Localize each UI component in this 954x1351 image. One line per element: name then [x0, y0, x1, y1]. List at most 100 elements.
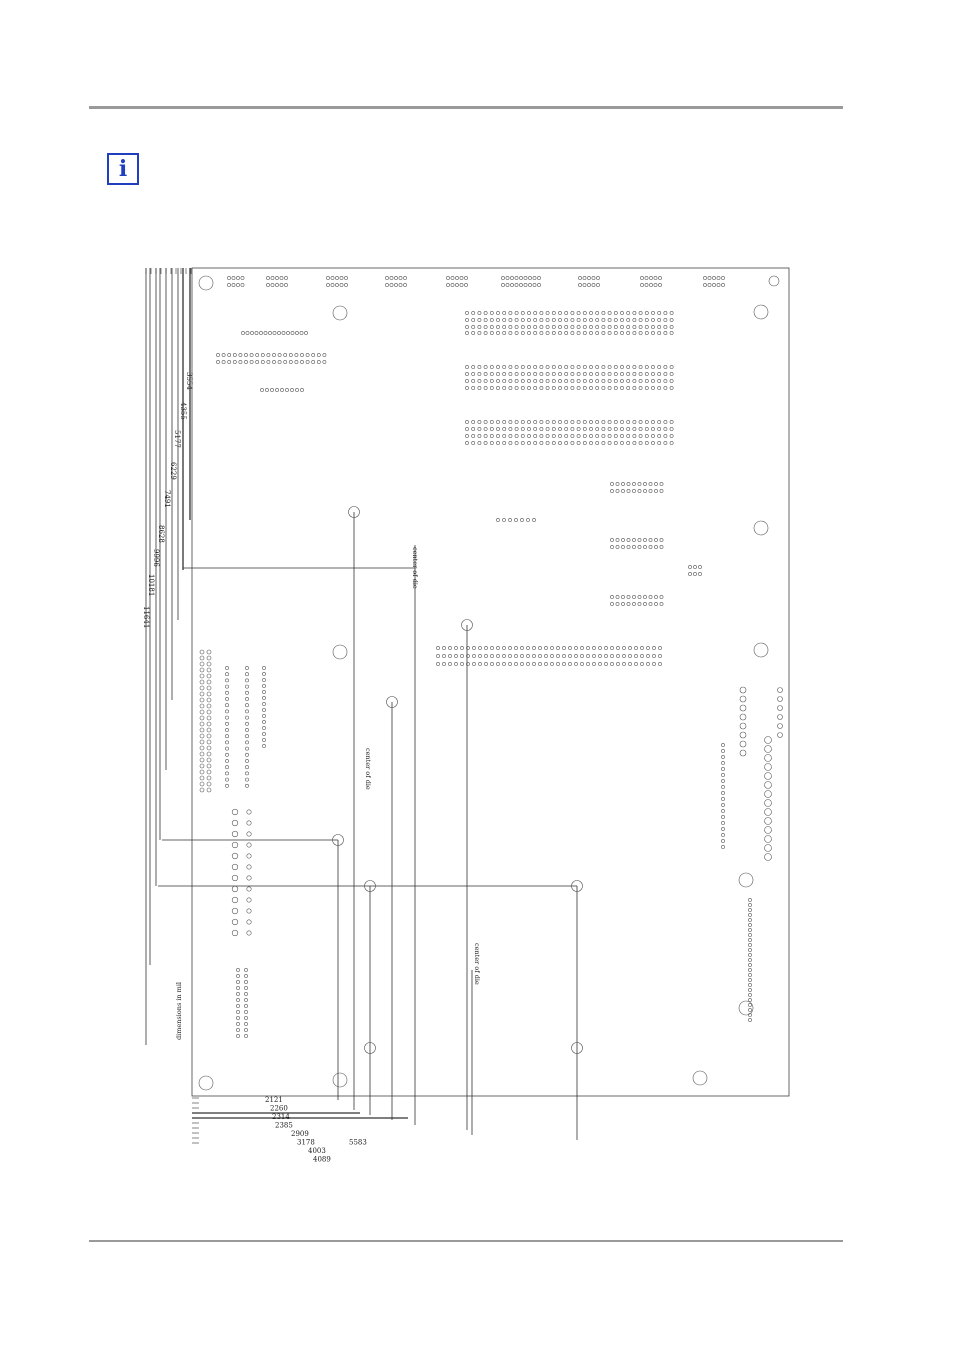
pin-hole [658, 654, 662, 658]
dim-left: 9996 [152, 549, 160, 567]
pin-hole [626, 331, 631, 335]
pin-hole [496, 318, 500, 322]
pin-hole [748, 923, 752, 927]
pin-hole [595, 441, 600, 445]
pin-hole [663, 365, 668, 369]
pin-hole [721, 761, 725, 765]
pin-hole [582, 434, 587, 438]
pin-hole [545, 325, 550, 329]
pin-hole [316, 353, 321, 357]
pin-hole [693, 565, 697, 569]
pin-hole [199, 757, 205, 763]
pin-hole [644, 325, 649, 329]
pin-hole [721, 785, 725, 789]
pin-hole [231, 276, 236, 280]
pin-hole [262, 690, 266, 694]
pin-hole [490, 662, 494, 666]
mounting-hole [198, 275, 214, 291]
pin-hole [520, 331, 525, 335]
pin-hole [245, 672, 249, 677]
pin-hole [669, 441, 674, 445]
reference-hole [571, 880, 583, 892]
pin-hole [236, 974, 240, 978]
pin-hole [245, 690, 249, 695]
pin-hole [721, 755, 725, 759]
pin-hole [626, 386, 631, 390]
pin-hole [206, 733, 212, 739]
pin-hole [651, 372, 655, 376]
pin-hole [637, 602, 642, 606]
pin-hole [464, 283, 468, 287]
pin-hole [558, 365, 562, 369]
pin-hole [231, 808, 239, 816]
pin-hole [527, 372, 531, 376]
pin-hole [231, 819, 239, 827]
pin-hole [632, 545, 636, 549]
pin-hole [651, 420, 655, 424]
pin-hole [601, 318, 606, 322]
pin-hole [621, 489, 625, 493]
pin-hole [545, 318, 550, 322]
pin-hole [651, 325, 655, 329]
pin-hole [508, 318, 513, 322]
pin-hole [262, 738, 266, 742]
pin-hole [221, 353, 226, 357]
pin-hole [539, 372, 544, 376]
pin-hole [638, 379, 643, 383]
pin-hole [436, 662, 440, 666]
pin-hole [539, 420, 544, 424]
pin-hole [240, 276, 245, 280]
pin-hole [604, 654, 608, 658]
pin-hole [231, 841, 239, 849]
pin-hole [250, 331, 254, 335]
pin-hole [335, 276, 339, 280]
pin-hole [246, 875, 252, 881]
pin-hole [508, 646, 512, 650]
pin-hole [300, 353, 304, 357]
mounting-hole [332, 644, 348, 660]
pin-hole [285, 388, 289, 392]
pin-hole [643, 538, 647, 542]
pin-hole [465, 365, 469, 369]
pin-hole [657, 420, 662, 424]
pin-hole [659, 545, 664, 549]
pin-hole [595, 318, 600, 322]
pin-hole [654, 545, 658, 549]
pin-hole [260, 360, 265, 364]
pin-hole [539, 441, 544, 445]
pin-hole [526, 518, 530, 522]
pin-hole [344, 276, 348, 280]
pin-hole [632, 538, 636, 542]
pin-hole [460, 646, 464, 650]
pin-hole [496, 518, 500, 522]
pin-hole [551, 420, 556, 424]
pin-hole [620, 318, 624, 322]
pin-hole [764, 808, 772, 816]
pin-hole [589, 441, 593, 445]
pin-hole [403, 283, 407, 287]
pin-hole [551, 441, 556, 445]
pin-hole [654, 595, 658, 599]
center-of-die-label: center of die [364, 748, 372, 790]
pin-hole [657, 311, 662, 315]
pin-hole [277, 353, 282, 357]
pin-hole [236, 992, 240, 996]
pin-hole [601, 365, 606, 369]
pin-hole [199, 685, 205, 691]
pin-hole [520, 662, 524, 666]
pin-hole [657, 318, 662, 322]
pin-hole [596, 276, 600, 280]
pin-hole [236, 986, 240, 990]
pin-hole [638, 420, 643, 424]
pin-hole [610, 545, 614, 549]
pin-hole [527, 379, 531, 383]
pin-hole [527, 420, 531, 424]
pin-hole [283, 353, 288, 357]
pin-hole [483, 379, 488, 383]
pin-hole [225, 783, 229, 788]
pin-hole [703, 283, 707, 287]
reference-hole [461, 619, 473, 631]
pin-hole [206, 781, 212, 787]
center-of-die-label: center of die [473, 943, 481, 985]
pin-hole [279, 283, 284, 287]
